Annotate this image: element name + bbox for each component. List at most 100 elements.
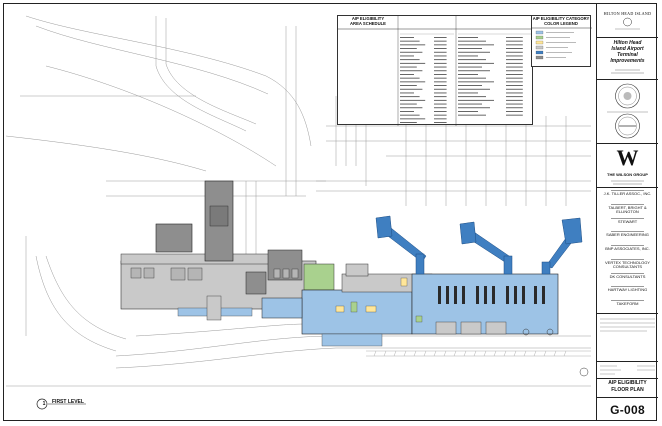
schedule-row-label-mark bbox=[400, 114, 420, 116]
color-legend-table: AIP ELIGIBILITY CATEGORY COLOR LEGEND bbox=[531, 15, 592, 67]
schedule-row-label-mark bbox=[400, 77, 420, 79]
green-zone bbox=[303, 263, 335, 291]
consultant-name: STEWART bbox=[617, 218, 638, 224]
schedule-row-value-mark bbox=[506, 40, 523, 42]
schedule-row-value-mark bbox=[434, 55, 447, 57]
consultant-caption-line bbox=[611, 190, 644, 191]
schedule-row-value-mark bbox=[506, 114, 523, 116]
schedule-row-value-mark bbox=[506, 51, 523, 53]
schedule-row-value-mark bbox=[506, 96, 523, 98]
tb-divider-8 bbox=[597, 397, 658, 398]
schedule-row-label-mark bbox=[458, 111, 478, 112]
schedule-row-value-mark bbox=[506, 66, 523, 68]
schedule-row-value-mark bbox=[434, 103, 447, 105]
project-name-line-4: Improvements bbox=[610, 58, 645, 64]
schedule-row-label-mark bbox=[458, 107, 490, 109]
west-wing-north-gray bbox=[120, 253, 272, 265]
schedule-row-label-mark bbox=[458, 88, 490, 90]
consultant-name: HARTWAY LIGHTING bbox=[607, 287, 648, 293]
schedule-row-value-mark bbox=[506, 74, 523, 75]
consultant-caption-line bbox=[611, 286, 644, 288]
view-title: FIRST LEVEL bbox=[52, 399, 84, 405]
schedule-row-label-mark bbox=[400, 99, 426, 101]
consultant-name: VERTEX TECHNOLOGY CONSULTANTS bbox=[605, 259, 650, 270]
schedule-row-label-mark bbox=[458, 48, 482, 49]
schedule-row-label-mark bbox=[400, 96, 420, 98]
schedule-row-value-mark bbox=[506, 88, 523, 90]
legend-title-2: COLOR LEGEND bbox=[544, 21, 578, 26]
schedule-row-value-mark bbox=[434, 92, 447, 94]
consultant-caption-line bbox=[611, 245, 644, 247]
tb-divider-7 bbox=[597, 378, 658, 379]
schedule-row-value-mark bbox=[506, 37, 523, 38]
schedule-row-label-mark bbox=[458, 70, 490, 72]
schedule-row-value-mark bbox=[434, 96, 447, 98]
consultant-caption-line bbox=[611, 300, 644, 302]
schedule-row-label-mark bbox=[400, 37, 414, 38]
schedule-row-value-mark bbox=[506, 92, 523, 94]
schedule-row-label-mark bbox=[400, 81, 426, 83]
central-tower-inner bbox=[209, 205, 229, 227]
schedule-row-value-mark bbox=[434, 59, 447, 61]
schedule-row-label-mark bbox=[400, 48, 417, 49]
svg-text:W: W bbox=[617, 145, 639, 170]
area-schedule-grid bbox=[338, 16, 534, 126]
view-number: 1 bbox=[42, 401, 46, 407]
schedule-row-value-mark bbox=[434, 114, 447, 116]
view-tag bbox=[36, 398, 86, 410]
color-accents bbox=[335, 277, 423, 323]
consultant-name: TALBERT, BRIGHT & ELLINGTON bbox=[608, 204, 647, 214]
consultant-name: DK CONSULTANTS bbox=[609, 273, 646, 279]
schedule-row-value-mark bbox=[506, 77, 523, 79]
schedule-row-label-mark bbox=[400, 40, 420, 42]
tb-divider-4 bbox=[597, 187, 658, 188]
schedule-row-value-mark bbox=[434, 44, 447, 46]
sheet-border bbox=[3, 3, 657, 421]
schedule-row-label-mark bbox=[400, 70, 423, 72]
tb-divider-2 bbox=[597, 79, 658, 80]
consultant-caption-line bbox=[611, 231, 644, 233]
seating-rows bbox=[438, 286, 545, 304]
schedule-row-label-mark bbox=[458, 44, 494, 46]
schedule-row-value-mark bbox=[434, 48, 447, 49]
schedule-row-value-mark bbox=[434, 51, 447, 53]
schedule-row-label-mark bbox=[458, 66, 482, 68]
schedule-row-label-mark bbox=[458, 96, 486, 98]
tb-divider-5 bbox=[597, 313, 658, 314]
schedule-row-value-mark bbox=[434, 118, 447, 120]
project-name-line-1: Hilton Head bbox=[613, 40, 642, 46]
schedule-row-label-mark bbox=[458, 59, 486, 61]
schedule-row-value-mark bbox=[434, 37, 447, 38]
schedule-row-label-mark bbox=[458, 99, 494, 101]
jet-bridges bbox=[375, 215, 583, 275]
gray-mid-small bbox=[345, 263, 369, 277]
consultant-caption-line bbox=[611, 217, 644, 219]
schedule-row-label-mark bbox=[400, 88, 423, 90]
schedule-row-value-mark bbox=[434, 74, 447, 75]
schedule-row-label-mark bbox=[400, 62, 426, 64]
schedule-row-label-mark bbox=[458, 114, 486, 116]
schedule-row-value-mark bbox=[434, 85, 447, 86]
area-schedule-table: AIP ELIGIBILITY AREA SCHEDULE bbox=[337, 15, 534, 126]
area-schedule-title-2: AREA SCHEDULE bbox=[350, 21, 386, 26]
tb-divider-3 bbox=[597, 143, 658, 144]
sheet-title-line-1: AIP ELIGIBILITY bbox=[608, 380, 647, 386]
schedule-row-label-mark bbox=[400, 74, 414, 75]
firm-logo: W bbox=[617, 145, 639, 170]
area-schedule-title-1: AIP ELIGIBILITY bbox=[351, 16, 385, 21]
schedule-row-label-mark bbox=[400, 92, 414, 94]
schedule-row-label-mark bbox=[458, 92, 478, 94]
schedule-row-value-mark bbox=[506, 59, 523, 61]
schedule-row-value-mark bbox=[434, 107, 447, 109]
schedule-row-value-mark bbox=[434, 40, 447, 42]
west-rooms bbox=[130, 267, 299, 281]
south-rooms bbox=[435, 321, 507, 335]
consultant-caption-line bbox=[611, 258, 644, 260]
schedule-row-value-mark bbox=[506, 85, 523, 86]
schedule-row-value-mark bbox=[434, 81, 447, 83]
project-info-lines bbox=[600, 365, 655, 375]
schedule-row-label-mark bbox=[458, 40, 486, 42]
tb-divider-6 bbox=[597, 361, 658, 362]
consultant-name: SABER ENGINEERING bbox=[606, 232, 649, 238]
